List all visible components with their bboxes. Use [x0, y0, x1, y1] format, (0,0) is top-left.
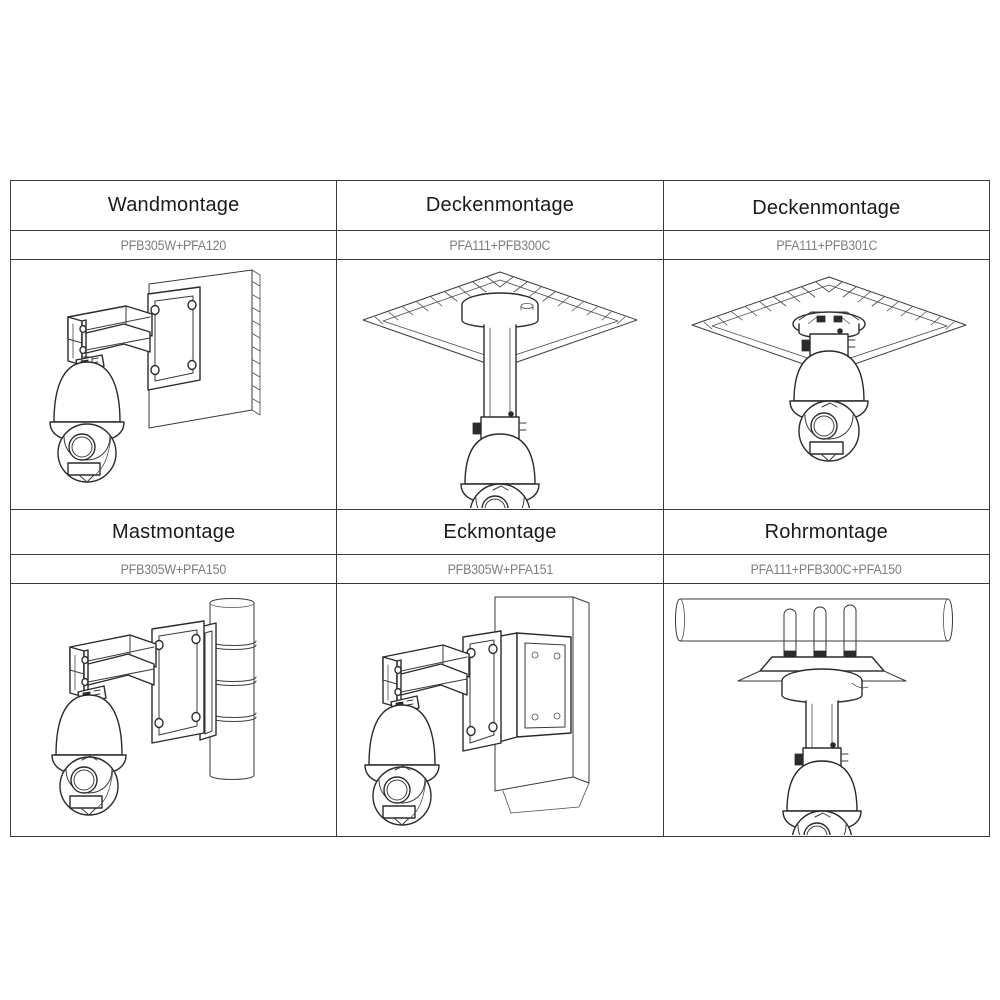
cell-subtitle-pfa111-pfb300c: PFA111+PFB300C [336, 230, 664, 260]
cell-figure-ceiling-pendant-mount [336, 259, 664, 510]
pole-mount-ptz-camera-figure [50, 598, 257, 816]
subtitle-text: PFB305W+PFA151 [447, 561, 553, 577]
table-row-figures-1 [9, 259, 991, 510]
table-row-figures-2 [9, 583, 991, 837]
cell-subtitle-pfa111-pfb301c: PFA111+PFB301C [662, 230, 991, 260]
wall-bracket-arm [382, 644, 470, 708]
cell-title-eckmontage: Eckmontage [336, 509, 664, 555]
subtitle-text: PFA111+PFB300C+PFA150 [750, 561, 902, 577]
cell-figure-ceiling-flush-mount [662, 259, 991, 510]
cell-figure-wall-mount [9, 259, 338, 510]
ptz-dome-camera [48, 356, 125, 483]
wall-bracket-arm [66, 304, 153, 366]
ptz-dome-camera [782, 760, 863, 835]
cell-title-rohrmontage: Rohrmontage [662, 509, 991, 555]
ceiling-flush-mount-ptz-camera-figure [691, 276, 967, 462]
subtitle-text: PFB305W+PFA150 [120, 561, 227, 577]
ptz-dome-camera [364, 704, 440, 826]
vertical-pole [209, 598, 255, 780]
table-row-subtitles-2: PFB305W+PFA150 PFB305W+PFA151 PFA111+PFB… [9, 554, 991, 584]
cell-subtitle-pfb305w-pfa120: PFB305W+PFA120 [9, 230, 338, 260]
cell-title-deckenmontage-300c: Deckenmontage [336, 180, 664, 231]
subtitle-text: PFB305W+PFA120 [120, 237, 227, 253]
wall-mount-ptz-camera-figure [48, 269, 261, 483]
cell-subtitle-pfb305w-pfa150: PFB305W+PFA150 [9, 554, 338, 584]
pipe-adapter-plate [737, 656, 907, 704]
pole-adapter-plate [150, 620, 217, 744]
cell-subtitle-pfa111-pfb300c-pfa150: PFA111+PFB300C+PFA150 [662, 554, 991, 584]
pendant-tube [483, 323, 517, 433]
corner-adapter-plate [462, 630, 572, 752]
title-text: Eckmontage [443, 520, 557, 543]
title-text: Deckenmontage [752, 196, 901, 219]
mounting-options-table: Wandmontage Deckenmontage Deckenmontage … [9, 180, 991, 837]
corner-mount-ptz-camera-figure [364, 596, 590, 826]
ceiling-mount-plate [461, 291, 539, 328]
table-row-titles-2: Mastmontage Eckmontage Rohrmontage [9, 509, 991, 555]
cell-title-wandmontage: Wandmontage [9, 180, 338, 231]
ceiling-pendant-mount-ptz-camera-figure [362, 271, 638, 508]
title-text: Rohrmontage [764, 520, 889, 543]
cell-subtitle-pfb305w-pfa151: PFB305W+PFA151 [336, 554, 664, 584]
subtitle-text: PFA111+PFB301C [775, 237, 877, 253]
ptz-dome-camera [50, 694, 127, 816]
horizontal-pipe [675, 598, 954, 642]
ptz-dome-camera [789, 349, 870, 462]
pole-straps [209, 640, 257, 722]
title-text: Mastmontage [111, 520, 236, 543]
cell-title-deckenmontage-301c: Deckenmontage [662, 180, 991, 231]
ptz-dome-camera [460, 432, 540, 508]
cell-figure-corner-mount [336, 583, 664, 837]
subtitle-text: PFA111+PFB300C [449, 237, 551, 253]
ceiling-mount-plate [792, 310, 867, 339]
u-bolt-straps [783, 604, 857, 661]
pipe-mount-ptz-camera-figure [675, 598, 954, 835]
wall-bracket-arm [68, 634, 157, 698]
title-text: Deckenmontage [425, 194, 575, 216]
title-text: Wandmontage [107, 194, 240, 216]
cell-title-mastmontage: Mastmontage [9, 509, 338, 555]
wall-bracket-base [146, 285, 201, 391]
cell-figure-pole-mount [9, 583, 338, 837]
table-row-titles-1: Wandmontage Deckenmontage Deckenmontage [9, 180, 991, 231]
cell-figure-pipe-mount [662, 583, 991, 837]
table-row-subtitles-1: PFB305W+PFA120 PFA111+PFB300C PFA111+PFB… [9, 230, 991, 260]
